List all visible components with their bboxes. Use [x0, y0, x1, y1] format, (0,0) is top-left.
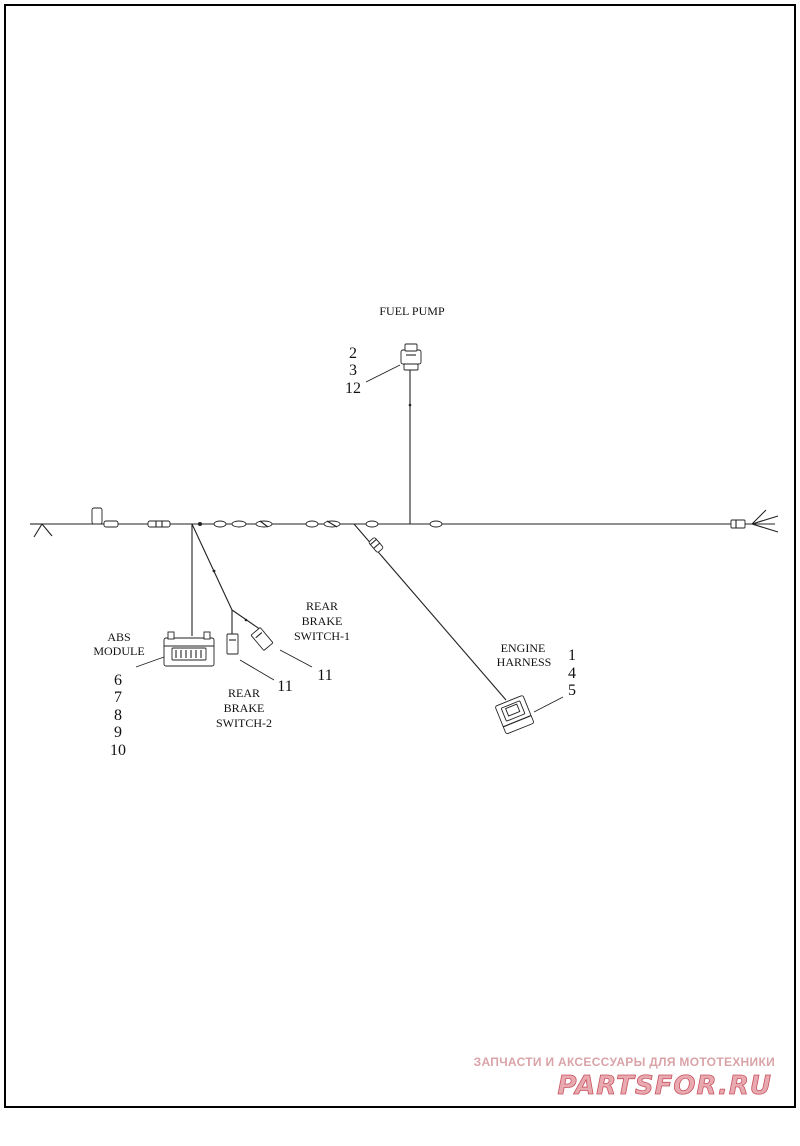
abs-module-connector [163, 631, 215, 667]
callout-labels: FUEL PUMP 2 3 12 ABS MODULE 6 7 8 9 10 R… [93, 304, 576, 759]
engine-num-1: 1 [568, 647, 576, 664]
drawing-frame [4, 4, 796, 1108]
fuel-pump-num-1: 2 [349, 345, 357, 362]
rear-brake-1-label-2: BRAKE [302, 614, 343, 628]
fuel-pump-connector [400, 343, 422, 371]
rear-brake-switch-2-connector [226, 633, 239, 655]
engine-inline-connector [368, 537, 384, 553]
engine-harness-label-2: HARNESS [497, 655, 552, 669]
rear-brake-switch-1-connector [250, 627, 274, 651]
fuel-pump-num-2: 3 [349, 362, 357, 379]
rear-brake-2-label-1: REAR [228, 686, 260, 700]
abs-label-1: ABS [107, 630, 130, 644]
fuel-pump-label: FUEL PUMP [379, 304, 445, 318]
watermark: ЗАПЧАСТИ И АКСЕССУАРЫ ДЛЯ МОТОТЕХНИКИ PA… [474, 1055, 775, 1101]
abs-num-2: 7 [114, 689, 122, 706]
rear-brake-1-num: 11 [317, 667, 332, 684]
abs-branch [135, 524, 215, 668]
abs-num-4: 9 [114, 724, 122, 741]
abs-num-5: 10 [110, 742, 126, 759]
fuel-pump-branch [365, 343, 422, 524]
trunk-connectors [91, 507, 746, 529]
main-harness [30, 509, 779, 538]
engine-num-2: 4 [568, 665, 576, 682]
rear-brake-2-label-2: BRAKE [224, 701, 265, 715]
rear-brake-1-label-1: REAR [306, 599, 338, 613]
watermark-tagline: ЗАПЧАСТИ И АКСЕССУАРЫ ДЛЯ МОТОТЕХНИКИ [474, 1055, 775, 1069]
engine-harness-connector [495, 695, 534, 735]
engine-harness-label-1: ENGINE [501, 641, 546, 655]
abs-num-3: 8 [114, 707, 122, 724]
watermark-logo: PARTSFOR.RU [558, 1071, 772, 1101]
fuel-pump-num-3: 12 [345, 380, 361, 397]
engine-harness-branch [353, 523, 564, 735]
rear-brake-2-label-3: SWITCH-2 [216, 716, 272, 730]
rear-brake-2-num: 11 [277, 678, 292, 695]
rear-brake-1-label-3: SWITCH-1 [294, 629, 350, 643]
rear-brake-branch [191, 523, 313, 681]
engine-num-3: 5 [568, 682, 576, 699]
abs-num-1: 6 [114, 672, 122, 689]
abs-label-2: MODULE [93, 644, 144, 658]
